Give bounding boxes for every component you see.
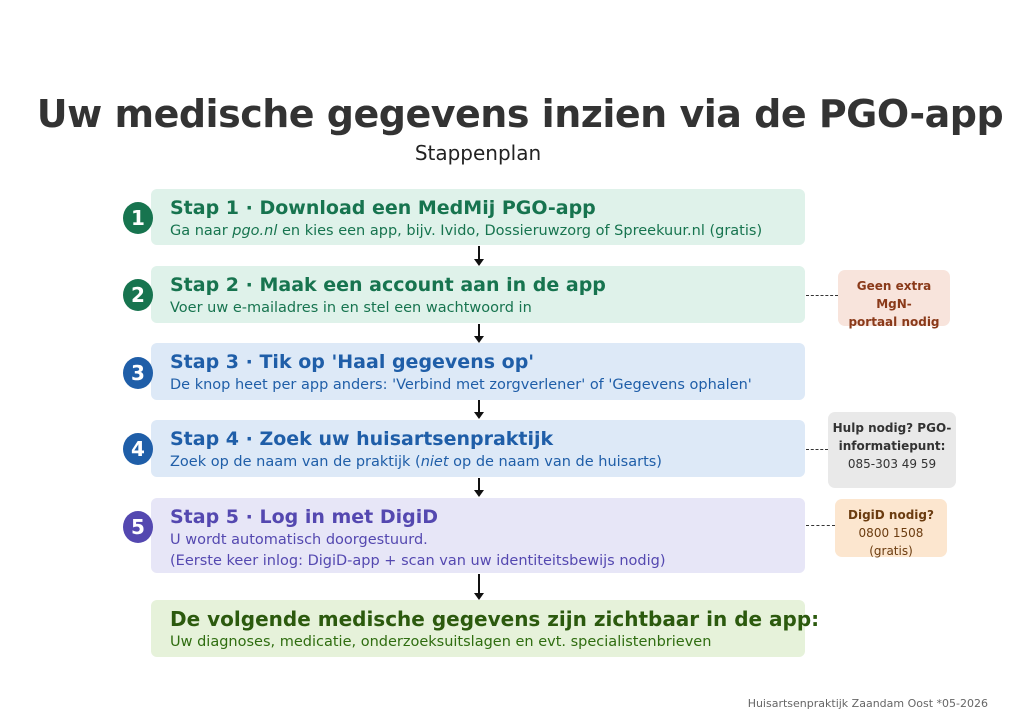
footer-credit: Huisartsenpraktijk Zaandam Oost *05-2026 — [747, 697, 988, 710]
page-title: Uw medische gegevens inzien via de PGO-a… — [36, 92, 1004, 136]
step-3-description: De knop heet per app anders: 'Verbind me… — [170, 377, 752, 393]
step-1-box: Stap 1 · Download een MedMij PGO-app Ga … — [151, 189, 805, 245]
step-1-link-text: pgo.nl — [232, 223, 278, 239]
step-5-number-badge: 5 — [123, 511, 153, 543]
connector-step-4-note — [806, 449, 828, 450]
arrow-5-result — [474, 574, 484, 600]
step-3-heading: Stap 3 · Tik op 'Haal gegevens op' — [170, 351, 535, 373]
step-2-description: Voer uw e-mailadres in en stel een wacht… — [170, 300, 532, 316]
step-3-number-badge: 3 — [123, 357, 153, 389]
result-heading: De volgende medische gegevens zijn zicht… — [170, 607, 820, 631]
digid-help-note: DigiD nodig? 0800 1508 (gratis) — [835, 499, 947, 558]
step-5-description: U wordt automatisch doorgestuurd. — [170, 532, 428, 548]
step-5-box: Stap 5 · Log in met DigiD U wordt automa… — [151, 498, 805, 573]
result-box: De volgende medische gegevens zijn zicht… — [151, 600, 820, 657]
page-subtitle: Stappenplan — [414, 141, 542, 165]
step-4-heading: Stap 4 · Zoek uw huisartsenpraktijk — [170, 428, 554, 450]
step-1-description: Ga naar pgo.nl en kies een app, bijv. Iv… — [170, 223, 763, 239]
step-2-heading: Stap 2 · Maak een account aan in de app — [170, 274, 606, 296]
step-4-box: Stap 4 · Zoek uw huisartsenpraktijk Zoek… — [151, 420, 805, 477]
result-description: Uw diagnoses, medicatie, onderzoeksuitsl… — [170, 634, 712, 650]
step-5-heading: Stap 5 · Log in met DigiD — [170, 506, 439, 528]
step-1-heading: Stap 1 · Download een MedMij PGO-app — [170, 197, 596, 219]
connector-step-5-note — [806, 525, 835, 526]
step-2-box: Stap 2 · Maak een account aan in de app … — [151, 266, 805, 323]
arrow-2-3 — [474, 324, 484, 343]
step-5-description-note: (Eerste keer inlog: DigiD-app + scan van… — [170, 553, 666, 569]
arrow-3-4 — [474, 400, 484, 419]
digid-help-phone: 0800 1508 — [858, 526, 924, 540]
connector-step-2-note — [806, 295, 838, 296]
step-3-box: Stap 3 · Tik op 'Haal gegevens op' De kn… — [151, 343, 805, 400]
pgo-help-note: Hulp nodig? PGO- informatiepunt: 085-303… — [828, 412, 956, 488]
mgn-portal-note: Geen extra MgN- portaal nodig — [838, 270, 950, 329]
step-4-number-badge: 4 — [123, 433, 153, 465]
arrow-4-5 — [474, 478, 484, 497]
step-2-number-badge: 2 — [123, 279, 153, 311]
step-1-number-badge: 1 — [123, 202, 153, 234]
step-4-description: Zoek op de naam van de praktijk (niet op… — [170, 454, 662, 470]
pgo-help-phone: 085-303 49 59 — [847, 457, 937, 471]
arrow-1-2 — [474, 246, 484, 266]
